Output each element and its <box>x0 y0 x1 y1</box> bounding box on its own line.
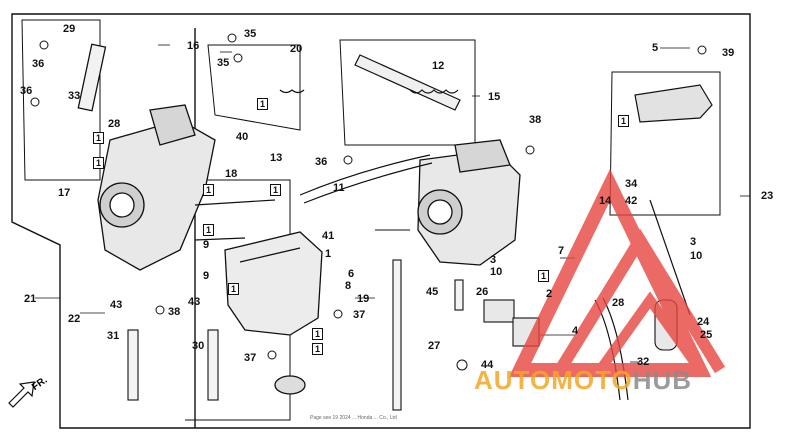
callout-6: 6 <box>348 268 355 280</box>
callout-10: 10 <box>690 250 703 262</box>
callout-16: 16 <box>187 40 200 52</box>
float-bowl <box>224 231 323 395</box>
callout-21: 21 <box>24 293 37 305</box>
callout-28: 28 <box>612 297 625 309</box>
boxed-ref: 1 <box>270 184 282 196</box>
callout-27: 27 <box>428 340 441 352</box>
callout-3: 3 <box>490 254 497 266</box>
callout-28: 28 <box>108 118 121 130</box>
callout-39: 39 <box>722 47 735 59</box>
callout-38: 38 <box>168 306 181 318</box>
callout-36: 36 <box>315 156 328 168</box>
boxed-ref: 1 <box>203 224 215 236</box>
callout-31: 31 <box>107 330 120 342</box>
callout-42: 42 <box>625 195 638 207</box>
watermark-part2: HUB <box>632 365 693 395</box>
boxed-ref: 1 <box>538 270 550 282</box>
callout-24: 24 <box>697 316 710 328</box>
callout-14: 14 <box>599 195 612 207</box>
boxed-ref: 1 <box>618 115 630 127</box>
callout-37: 37 <box>353 309 366 321</box>
boxed-ref: 1 <box>312 343 324 355</box>
callout-5: 5 <box>652 42 659 54</box>
callout-1: 1 <box>325 248 332 260</box>
callout-2: 2 <box>546 288 553 300</box>
callout-13: 13 <box>270 152 283 164</box>
callout-19: 19 <box>357 293 370 305</box>
callout-20: 20 <box>290 43 303 55</box>
callout-36: 36 <box>20 85 33 97</box>
front-direction-arrow <box>8 381 35 408</box>
boxed-ref: 1 <box>93 157 105 169</box>
callout-12: 12 <box>432 60 445 72</box>
boxed-ref: 1 <box>203 184 215 196</box>
callout-30: 30 <box>192 340 205 352</box>
callout-17: 17 <box>58 187 71 199</box>
callout-22: 22 <box>68 313 81 325</box>
boxed-ref: 1 <box>228 283 240 295</box>
callout-43: 43 <box>110 299 123 311</box>
callout-9: 9 <box>203 270 210 282</box>
callout-38: 38 <box>529 114 542 126</box>
callout-40: 40 <box>236 131 249 143</box>
callout-15: 15 <box>488 91 501 103</box>
callout-41: 41 <box>322 230 335 242</box>
callout-7: 7 <box>558 245 565 257</box>
callout-3: 3 <box>690 236 697 248</box>
watermark-part1: AUTOMOTO <box>474 365 633 395</box>
boxed-ref: 1 <box>257 98 269 110</box>
callout-26: 26 <box>476 286 489 298</box>
callout-43: 43 <box>188 296 201 308</box>
callout-44: 44 <box>481 359 494 371</box>
boxed-ref: 1 <box>93 132 105 144</box>
jets <box>127 259 464 411</box>
air-chamber-cover <box>634 84 713 123</box>
callout-11: 11 <box>333 182 345 194</box>
callout-37: 37 <box>244 352 257 364</box>
callout-33: 33 <box>68 90 81 102</box>
callout-4: 4 <box>572 325 579 337</box>
copyright-fragment: Page see 19 2024 ... Honda ... Co., Ltd <box>310 415 397 421</box>
callout-29: 29 <box>63 23 76 35</box>
callout-23: 23 <box>761 190 774 202</box>
throttle-shaft <box>279 54 461 111</box>
callout-35: 35 <box>244 28 257 40</box>
callout-45: 45 <box>426 286 439 298</box>
watermark-text: AUTOMOTOHUB <box>474 365 692 396</box>
callout-36: 36 <box>32 58 45 70</box>
callout-35: 35 <box>217 57 230 69</box>
callout-9: 9 <box>203 239 210 251</box>
callout-8: 8 <box>345 280 352 292</box>
outer-frame <box>11 13 751 429</box>
callout-18: 18 <box>225 168 238 180</box>
left-carburetor <box>77 43 216 271</box>
callout-10: 10 <box>490 266 503 278</box>
callout-32: 32 <box>637 356 650 368</box>
boxed-ref: 1 <box>312 328 324 340</box>
small-fasteners <box>30 33 707 371</box>
callout-25: 25 <box>700 329 713 341</box>
callout-34: 34 <box>625 178 638 190</box>
right-carburetor <box>417 139 521 266</box>
